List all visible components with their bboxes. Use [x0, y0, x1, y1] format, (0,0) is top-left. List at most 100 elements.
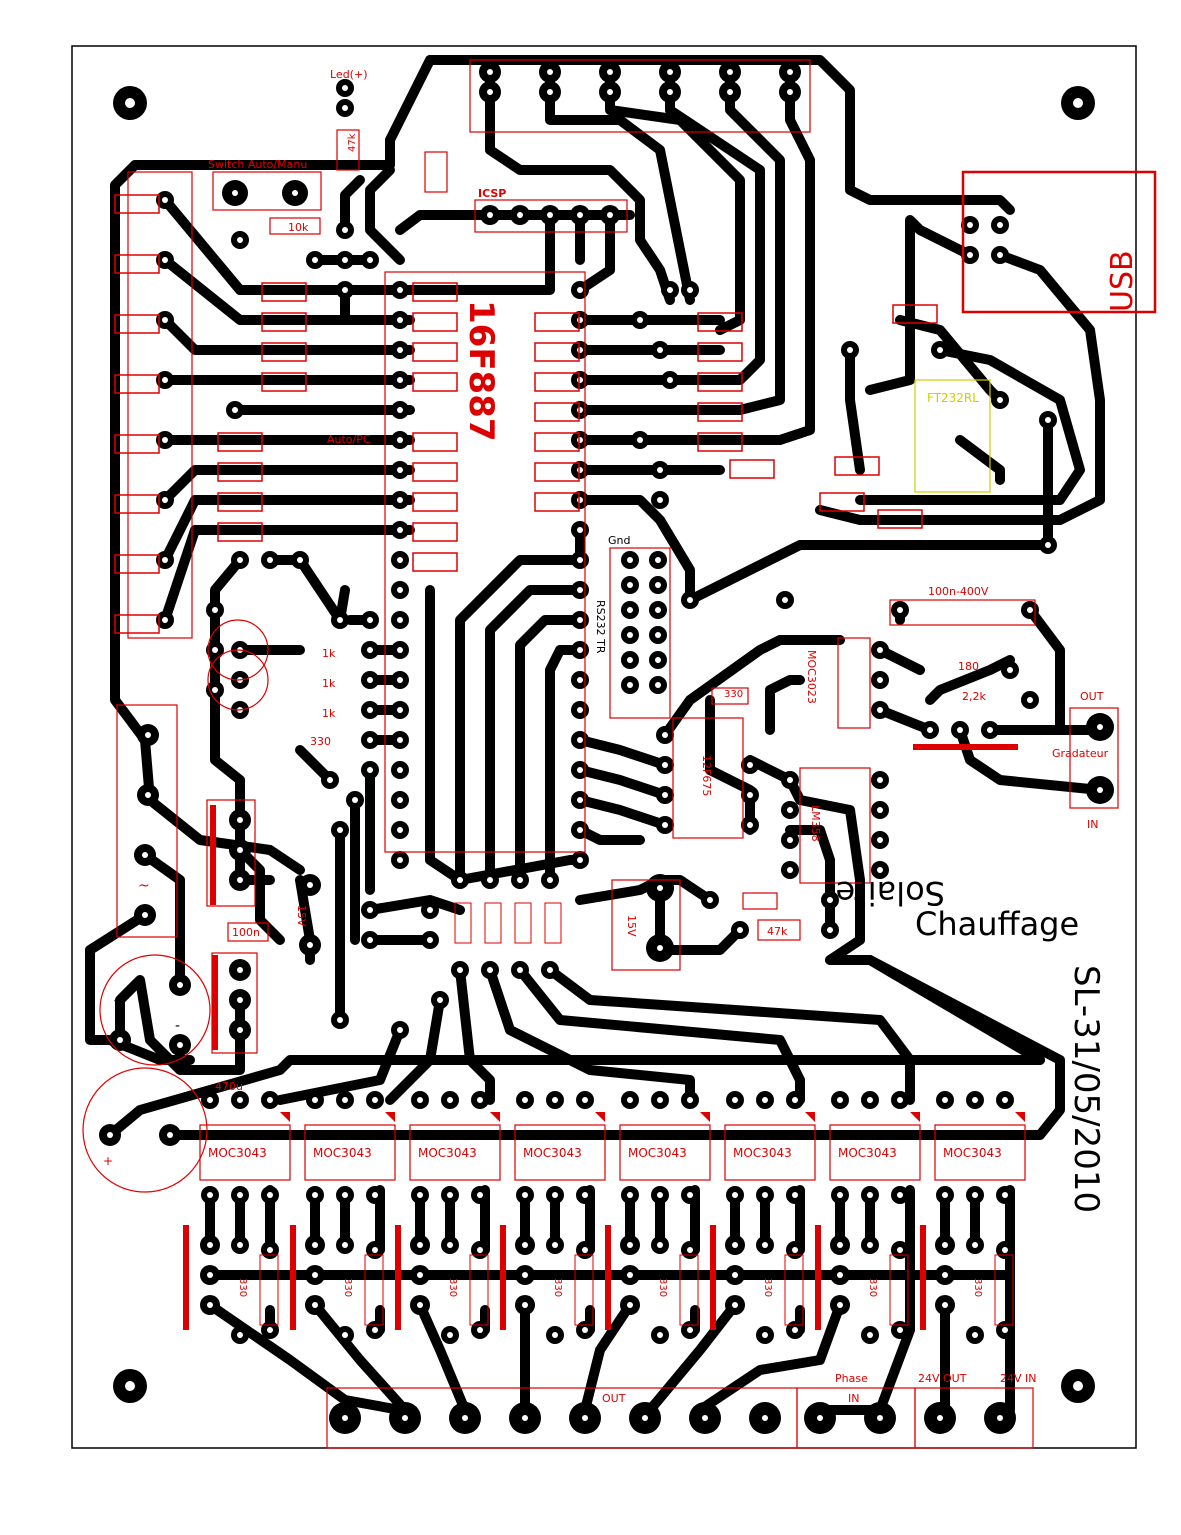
rs232-label: RS232 TR	[594, 600, 607, 654]
zener-15v-left-label: 15V	[295, 905, 308, 927]
pad-hole	[655, 607, 661, 613]
pad-hole	[997, 252, 1003, 258]
pad-hole	[237, 1192, 243, 1198]
pad-hole	[477, 1192, 483, 1198]
component-box	[729, 459, 775, 479]
pad-hole	[267, 1192, 273, 1198]
pad-hole	[787, 867, 793, 873]
cap-100n-label: 100n	[232, 926, 260, 939]
ftdi-label: FT232RL	[927, 391, 979, 405]
pad-hole	[877, 837, 883, 843]
pad-hole	[577, 407, 583, 413]
pad-hole	[522, 1302, 528, 1308]
pad-hole	[237, 1242, 243, 1248]
title-chauffage: Chauffage	[915, 905, 1079, 943]
pad-hole	[402, 1415, 408, 1421]
pad-hole	[397, 857, 403, 863]
pad-hole	[342, 1415, 348, 1421]
pad-hole	[142, 912, 148, 918]
pad-hole	[942, 1302, 948, 1308]
pad-hole	[367, 707, 373, 713]
pad-hole	[627, 582, 633, 588]
pad-hole	[577, 857, 583, 863]
pad-hole	[477, 1097, 483, 1103]
pad-hole	[342, 227, 348, 233]
moc3043-label: MOC3043	[418, 1146, 477, 1160]
pad-hole	[762, 1332, 768, 1338]
pad-hole	[312, 1302, 318, 1308]
pad-hole	[997, 222, 1003, 228]
pad-hole	[162, 617, 168, 623]
pad-hole	[417, 1192, 423, 1198]
pad-hole	[447, 1332, 453, 1338]
component-box	[114, 554, 160, 574]
lm358-label: LM358	[809, 805, 822, 842]
pad-hole	[367, 767, 373, 773]
pad-hole	[397, 347, 403, 353]
component-box	[877, 509, 923, 529]
pad-hole	[577, 617, 583, 623]
pad-hole	[577, 767, 583, 773]
moc3043-outline	[514, 1124, 606, 1181]
component-box	[261, 342, 307, 362]
led-label: Led(+)	[330, 68, 368, 81]
pad-hole	[177, 982, 183, 988]
pad-hole	[397, 797, 403, 803]
component-box	[217, 492, 263, 512]
pad-hole	[237, 1027, 243, 1033]
pad-hole	[207, 1272, 213, 1278]
pad-hole	[792, 1247, 798, 1253]
pad-hole	[787, 837, 793, 843]
pad-hole	[942, 1192, 948, 1198]
pad-hole	[547, 89, 553, 95]
silk-bars	[183, 744, 1018, 1330]
pad-hole	[1045, 542, 1051, 548]
pad-hole	[927, 727, 933, 733]
component-box	[114, 254, 160, 274]
pad-hole	[747, 762, 753, 768]
component-box	[114, 494, 160, 514]
pad-hole	[487, 69, 493, 75]
component-box	[217, 432, 263, 452]
ic-12f675-label: 12F675	[700, 755, 713, 796]
pad-hole	[397, 407, 403, 413]
pad-hole	[877, 647, 883, 653]
pad-hole	[827, 927, 833, 933]
gradateur-in-label: IN	[1087, 818, 1098, 831]
pad-hole	[342, 1097, 348, 1103]
pad-hole	[547, 69, 553, 75]
pad-hole	[372, 1192, 378, 1198]
pad-hole	[237, 1332, 243, 1338]
pad-hole	[342, 1242, 348, 1248]
out-main-label: OUT	[602, 1392, 626, 1405]
pad-hole	[707, 897, 713, 903]
pad-hole	[642, 1415, 648, 1421]
pad-hole	[762, 1192, 768, 1198]
pad-hole	[997, 1415, 1003, 1421]
pad-hole	[547, 212, 553, 218]
pad-hole	[867, 1192, 873, 1198]
pad-hole	[577, 827, 583, 833]
moc3043-outline	[934, 1124, 1026, 1181]
pad-hole	[517, 967, 523, 973]
pad-hole	[367, 937, 373, 943]
pad-hole	[1002, 1097, 1008, 1103]
pin1-marker	[700, 1112, 710, 1122]
component-box	[534, 402, 580, 422]
moc3043-label: MOC3043	[943, 1146, 1002, 1160]
pad-hole	[627, 632, 633, 638]
resistor-330-label: 330	[867, 1278, 878, 1297]
pad-hole	[162, 557, 168, 563]
pad-hole	[1007, 667, 1013, 673]
pad-hole	[232, 190, 238, 196]
resistor-outline	[364, 1254, 384, 1326]
component-box	[261, 282, 307, 302]
pad-hole	[517, 877, 523, 883]
moc3043-label: MOC3043	[628, 1146, 687, 1160]
pad-hole	[837, 1097, 843, 1103]
pad-hole	[607, 212, 613, 218]
component-box	[114, 434, 160, 454]
pad-hole	[577, 467, 583, 473]
pad-hole	[577, 527, 583, 533]
pad-hole	[837, 1242, 843, 1248]
